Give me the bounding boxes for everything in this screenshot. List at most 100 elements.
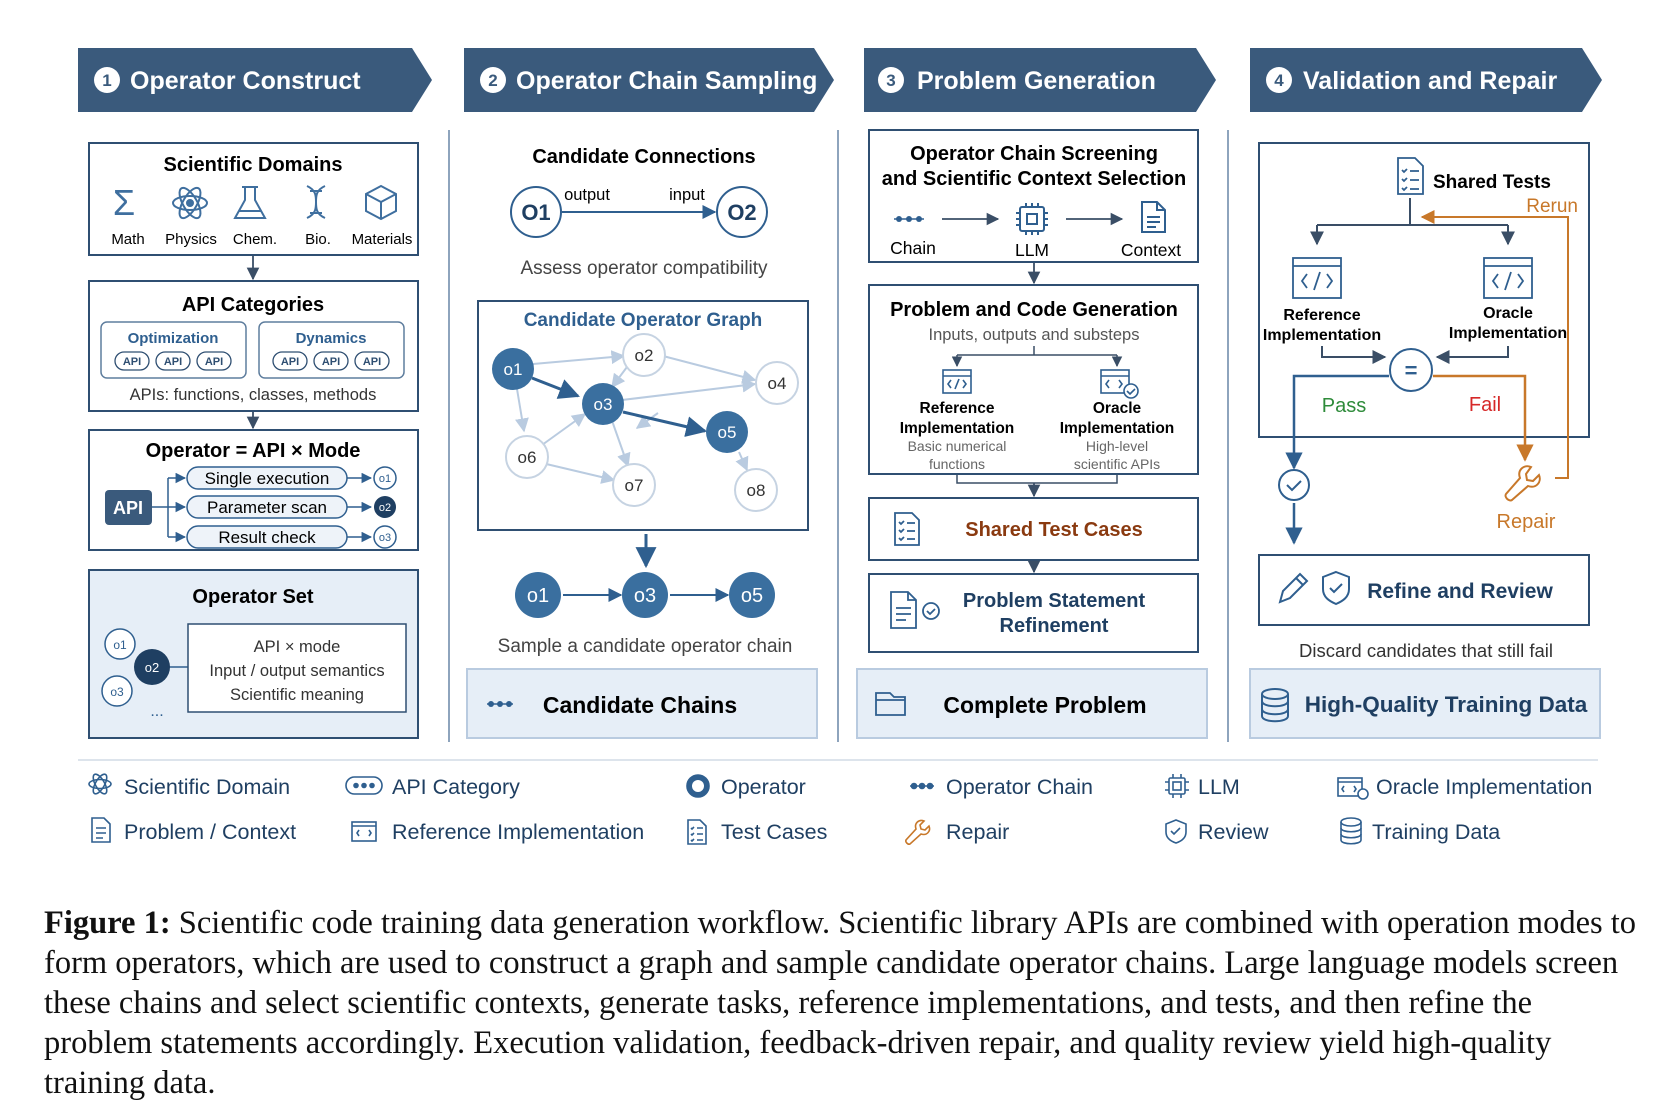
oracle-label: Oracle	[1483, 305, 1533, 322]
legend	[88, 773, 1369, 845]
api-note: APIs: functions, classes, methods	[130, 386, 377, 404]
api-box	[105, 490, 152, 525]
chain-label: Chain	[890, 238, 936, 258]
fail-arrow	[1433, 374, 1534, 462]
legend-label: LLM	[1198, 775, 1240, 799]
chain-node-label: o5	[741, 585, 763, 607]
stage-number: 3	[886, 71, 895, 90]
graph-node-label: o6	[518, 448, 537, 467]
graph-node-label: o2	[635, 346, 654, 365]
training-data-result: High-Quality Training Data	[1249, 668, 1601, 739]
code-window-icon	[351, 821, 377, 842]
domain-label: Physics	[165, 231, 217, 248]
graph-node-o2	[622, 333, 666, 377]
stage-title: Problem Generation	[917, 67, 1156, 95]
graph-node-o7	[612, 463, 656, 507]
operator-info-line: Scientific meaning	[230, 686, 364, 704]
sigma-icon: Σ	[113, 182, 135, 223]
shared-tests-label: Shared Tests	[1433, 172, 1551, 193]
refine-review-label: Refine and Review	[1367, 580, 1553, 603]
operator-info-card	[187, 623, 407, 713]
api-box-label: API	[113, 498, 143, 518]
domains-title: Scientific Domains	[164, 154, 343, 176]
domain-label: Math	[111, 231, 144, 248]
candidate-connections-title: Candidate Connections	[532, 146, 755, 168]
reference-label: Implementation	[900, 420, 1015, 437]
api-pill	[313, 351, 349, 371]
screening-title: and Scientific Context Selection	[882, 168, 1187, 190]
legend-label: API Category	[392, 775, 520, 799]
shared-test-cases-label: Shared Test Cases	[965, 519, 1143, 541]
document-icon	[1141, 201, 1166, 233]
operator-label: O1	[521, 200, 550, 225]
figure-label: Figure 1:	[44, 905, 171, 941]
operator-node-label: o2	[379, 502, 391, 514]
oracle-desc: scientific APIs	[1074, 456, 1160, 472]
operator-node	[134, 649, 170, 685]
chain-node-label: o3	[634, 585, 656, 607]
training-data-label: High-Quality Training Data	[1305, 692, 1588, 717]
legend-label: Training Data	[1372, 820, 1500, 844]
graph-node-label: o1	[504, 360, 523, 379]
oracle-code-icon	[1100, 369, 1139, 399]
chain-dots-icon	[487, 701, 513, 707]
oracle-label: Implementation	[1060, 420, 1175, 437]
refine-review-box: Refine and Review	[1258, 554, 1590, 626]
graph-node-label: o3	[594, 395, 613, 414]
code-window-icon	[942, 369, 972, 394]
more-indicator: ...	[150, 703, 163, 720]
oracle-label: Implementation	[1449, 325, 1567, 342]
api-pill-label: API	[281, 356, 299, 368]
legend-label: Review	[1198, 820, 1269, 844]
api-pill	[354, 351, 390, 371]
operator-node-label: o1	[113, 638, 127, 652]
stage-header-1: 1 Operator Construct	[78, 48, 432, 112]
database-icon	[1340, 817, 1362, 845]
pass-arrow	[1285, 374, 1389, 470]
stage-header-4: 4 Validation and Repair	[1250, 48, 1602, 112]
operator-node	[374, 496, 396, 518]
operator-info-line: API × mode	[254, 638, 341, 656]
checklist-icon	[1397, 157, 1424, 195]
shared-test-cases-box: Shared Test Cases	[868, 497, 1199, 561]
compare-symbol: =	[1405, 358, 1418, 383]
pencil-icon	[1278, 572, 1309, 604]
stage-number-badge	[878, 67, 904, 93]
workflow-diagram: 1 Operator Construct 2 Operator Chain Sa…	[78, 48, 1602, 845]
reference-desc: functions	[929, 456, 985, 472]
graph-node-o8	[734, 468, 778, 512]
operator-o2	[716, 186, 768, 238]
screening-box: Operator Chain Screening and Scientific …	[868, 129, 1199, 263]
graph-title: Candidate Operator Graph	[524, 310, 763, 331]
api-categories-box: API Categories Optimization Dynamics API…	[88, 280, 419, 412]
chain-dots-icon	[894, 216, 924, 222]
shield-check-icon	[1322, 570, 1350, 606]
domain-label: Materials	[352, 231, 413, 248]
generation-subtitle: Inputs, outputs and substeps	[929, 326, 1140, 344]
shield-check-icon	[1165, 819, 1187, 844]
document-icon	[91, 817, 111, 843]
legend-label: Reference Implementation	[392, 820, 644, 844]
stage-header-3: 3 Problem Generation	[864, 48, 1216, 112]
candidate-chains-result: Candidate Chains	[466, 668, 818, 739]
oracle-desc: High-level	[1086, 438, 1148, 454]
legend-label: Repair	[946, 820, 1009, 844]
dna-icon	[306, 185, 326, 219]
graph-node-o6	[505, 435, 549, 479]
mode-label: Parameter scan	[207, 498, 327, 517]
operator-node	[373, 525, 397, 549]
api-pill-label: API	[164, 356, 182, 368]
chain-node	[729, 572, 775, 618]
api-pill	[155, 351, 191, 371]
category-label: Dynamics	[296, 330, 367, 347]
mode-label: Single execution	[205, 469, 330, 488]
legend-label: Test Cases	[721, 820, 827, 844]
flask-icon	[233, 186, 267, 219]
operator-mode-title: Operator = API × Mode	[146, 440, 361, 462]
operator-o1	[510, 186, 562, 238]
chain-node	[515, 572, 561, 618]
legend-label: Scientific Domain	[124, 775, 290, 799]
reference-label: Implementation	[1263, 327, 1381, 344]
legend-label: Oracle Implementation	[1376, 775, 1592, 799]
operator-set-box: Operator Set o1 o2 o3 ... API × mode Inp…	[88, 569, 419, 739]
